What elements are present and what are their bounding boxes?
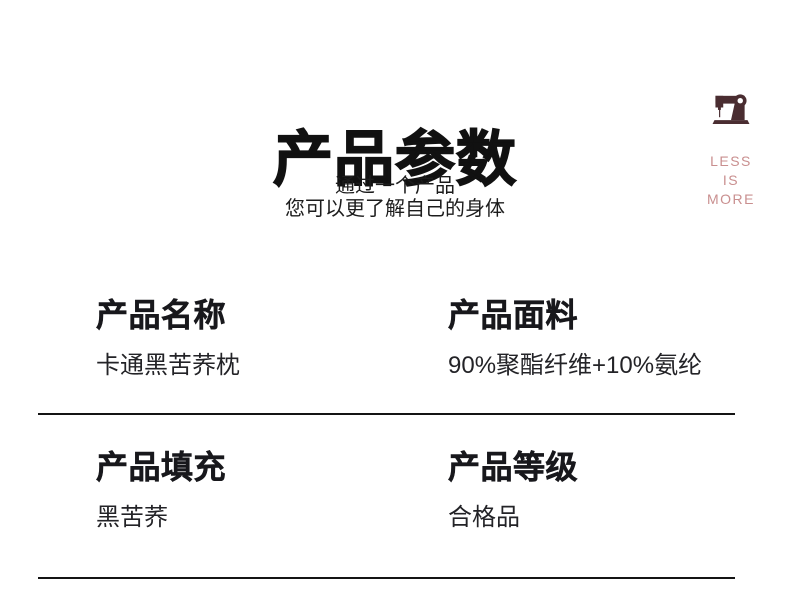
spec-value: 卡通黑苦荞枕	[96, 352, 240, 379]
spec-value: 90%聚酯纤维+10%氨纶	[448, 352, 703, 379]
horizontal-divider	[38, 413, 735, 415]
brand-slogan-line-1: LESS	[710, 153, 752, 169]
spec-product-fabric: 产品面料 90%聚酯纤维+10%氨纶	[448, 297, 702, 380]
spec-label: 产品等级	[448, 449, 579, 486]
spec-label: 产品面料	[448, 297, 579, 334]
subtitle-line-1: 通过一个产品	[335, 175, 455, 197]
spec-product-filling: 产品填充 黑苦荞	[96, 449, 226, 532]
spec-value: 合格品	[448, 504, 520, 531]
spec-label: 产品填充	[96, 449, 227, 486]
sewing-machine-icon	[712, 94, 750, 125]
brand-slogan-line-2: IS	[722, 172, 740, 188]
page-subtitle: 通过一个产品 您可以更了解自己的身体	[0, 175, 790, 221]
brand-mark: LESS IS MORE	[701, 90, 761, 209]
spec-value: 黑苦荞	[96, 504, 168, 531]
spec-label: 产品名称	[96, 297, 227, 334]
spec-product-grade: 产品等级 合格品	[448, 449, 578, 532]
horizontal-divider	[38, 577, 735, 579]
spec-product-name: 产品名称 卡通黑苦荞枕	[96, 297, 240, 380]
subtitle-line-2: 您可以更了解自己的身体	[285, 198, 505, 220]
brand-slogan: LESS IS MORE	[701, 152, 761, 209]
brand-slogan-line-3: MORE	[707, 191, 755, 207]
page-title: 产品参数	[272, 125, 517, 194]
